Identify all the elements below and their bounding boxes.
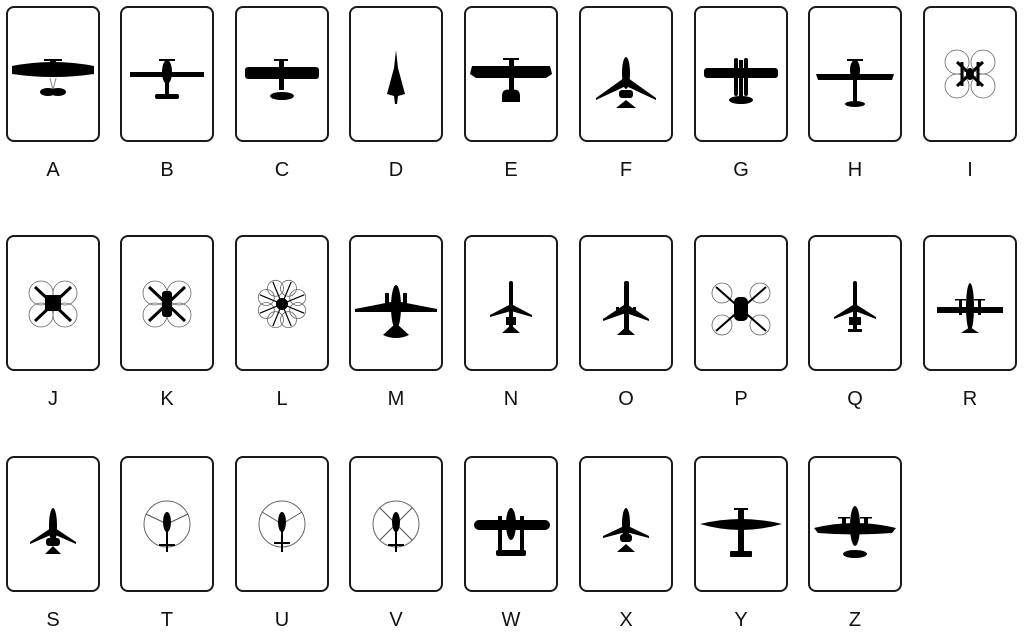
card-frame bbox=[808, 456, 902, 592]
quadcopter-drone-icon bbox=[28, 280, 78, 328]
floatplane-icon bbox=[704, 58, 778, 104]
quadcopter-drone-icon bbox=[711, 282, 771, 336]
card-label: C bbox=[274, 159, 290, 181]
fighter-prop-aircraft-icon bbox=[700, 508, 782, 557]
card-frame bbox=[579, 456, 673, 592]
helicopter-icon bbox=[258, 500, 306, 552]
business-jet-icon bbox=[603, 508, 649, 552]
card-frame bbox=[6, 6, 100, 142]
card-frame bbox=[808, 235, 902, 371]
single-prop-aircraft-icon bbox=[816, 59, 894, 107]
card-frame bbox=[120, 6, 214, 142]
card-frame bbox=[923, 235, 1017, 371]
card-label: X bbox=[619, 609, 633, 631]
regional-jet-icon bbox=[834, 281, 876, 332]
card-label: R bbox=[962, 388, 978, 410]
helicopter-icon bbox=[143, 500, 191, 552]
card-frame bbox=[349, 456, 443, 592]
card-label: J bbox=[48, 388, 58, 410]
card-label: T bbox=[160, 609, 174, 631]
octocopter-drone-icon bbox=[257, 279, 307, 329]
card-label: M bbox=[387, 388, 405, 410]
helicopter-icon bbox=[372, 500, 420, 552]
card-label: K bbox=[160, 388, 174, 410]
supersonic-jet-icon bbox=[387, 50, 405, 104]
card-frame bbox=[464, 456, 558, 592]
card-frame bbox=[579, 235, 673, 371]
card-label: G bbox=[733, 159, 749, 181]
card-label: E bbox=[504, 159, 518, 181]
card-frame bbox=[464, 6, 558, 142]
card-frame bbox=[120, 456, 214, 592]
card-frame bbox=[694, 456, 788, 592]
card-frame bbox=[349, 6, 443, 142]
card-label: I bbox=[967, 159, 973, 181]
light-aircraft-icon bbox=[130, 59, 204, 99]
card-label: L bbox=[276, 388, 288, 410]
card-frame bbox=[235, 6, 329, 142]
card-label: D bbox=[388, 159, 404, 181]
card-frame bbox=[579, 6, 673, 142]
card-frame bbox=[6, 235, 100, 371]
twin-prop-airliner-icon bbox=[355, 285, 437, 338]
high-wing-aircraft-icon bbox=[245, 59, 319, 100]
twin-engine-bomber-icon bbox=[814, 506, 896, 558]
card-label: P bbox=[734, 388, 748, 410]
quadcopter-drone-icon bbox=[142, 280, 192, 328]
card-label: H bbox=[847, 159, 863, 181]
card-label: Y bbox=[734, 609, 748, 631]
airliner-jet-icon bbox=[603, 281, 649, 335]
card-label: A bbox=[46, 159, 60, 181]
card-label: U bbox=[274, 609, 290, 631]
card-frame bbox=[694, 6, 788, 142]
card-label: Z bbox=[848, 609, 862, 631]
card-label: B bbox=[160, 159, 174, 181]
card-label: F bbox=[619, 159, 633, 181]
card-label: O bbox=[618, 388, 634, 410]
biplane-icon bbox=[470, 58, 552, 102]
card-label: V bbox=[389, 609, 403, 631]
turboprop-aircraft-icon bbox=[937, 283, 1003, 333]
twin-boom-aircraft-icon bbox=[474, 508, 550, 556]
card-frame bbox=[464, 235, 558, 371]
card-frame bbox=[923, 6, 1017, 142]
regional-jet-icon bbox=[490, 281, 532, 333]
card-frame bbox=[120, 235, 214, 371]
business-jet-icon bbox=[30, 508, 76, 554]
card-label: Q bbox=[847, 388, 863, 410]
business-jet-icon bbox=[596, 57, 656, 108]
card-frame bbox=[235, 235, 329, 371]
card-frame bbox=[808, 6, 902, 142]
card-label: S bbox=[46, 609, 60, 631]
quadcopter-drone-icon bbox=[944, 49, 996, 99]
card-frame bbox=[694, 235, 788, 371]
monoplane-parasol-icon bbox=[12, 59, 94, 96]
card-frame bbox=[235, 456, 329, 592]
card-label: W bbox=[501, 609, 521, 631]
card-frame bbox=[6, 456, 100, 592]
card-frame bbox=[349, 235, 443, 371]
card-label: N bbox=[503, 388, 519, 410]
